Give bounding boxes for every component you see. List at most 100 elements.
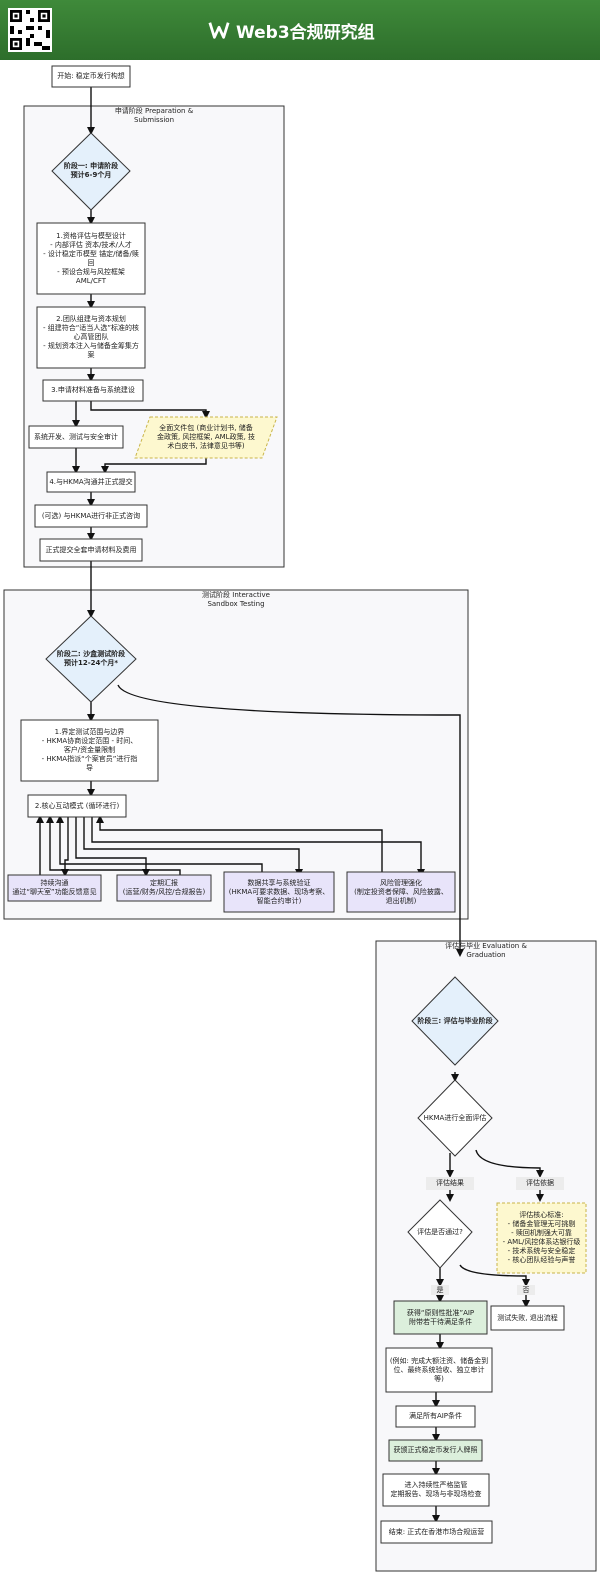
node-start-label: 开始: 稳定币发行构想 — [52, 66, 130, 87]
d5-text: 评估是否通过? — [417, 1227, 463, 1236]
example-line1: (例如: 完成大额注资、储备金到 — [389, 1356, 489, 1365]
edge-n3-docs — [90, 401, 210, 419]
criteria-line4: - AML/风控体系达银行级 — [502, 1238, 581, 1246]
phase3-title-line2: Graduation — [466, 951, 506, 959]
aip-line2: 附带若干待满足条件 — [409, 1317, 472, 1326]
edge-t2-c1 — [61, 817, 69, 877]
phase3-title: 评估与毕业 Evaluation & Graduation — [376, 942, 596, 960]
c4-line3: 退出机制) — [385, 896, 417, 905]
c4-line2: (制定投资者保障、风险披露、 — [354, 887, 448, 896]
docs-line1: 全面文件包 (商业计划书, 储备 — [159, 424, 253, 432]
node-n4 — [46, 471, 136, 493]
criteria-line6: - 核心团队经验与声誉 — [507, 1256, 576, 1264]
header-title: Web3合规研究组 — [236, 22, 375, 43]
node-end-label: 结束: 正式在香港市场合规运营 — [381, 1521, 492, 1543]
w-logo-icon — [208, 22, 230, 39]
node-c1 — [7, 874, 102, 902]
t1-line2: - HKMA协商设定范围 - 时间、 — [41, 737, 138, 745]
node-d3 — [411, 976, 499, 1066]
n1-line4: 回 — [87, 258, 95, 267]
node-d2 — [45, 615, 137, 703]
opt-text: (可选) 与HKMA进行非正式咨询 — [41, 511, 141, 520]
ongoing-line1: 进入持续性严格监管 — [404, 1481, 468, 1489]
node-sys — [28, 425, 124, 449]
n1-line6: AML/CFT — [75, 276, 107, 285]
node-meet-label: 满足所有AIP条件 — [396, 1406, 475, 1427]
c3-line2: (HKMA可要求数据、现场考察、 — [228, 887, 330, 896]
node-t1-label: 1.界定测试范围与边界- HKMA协商设定范围 - 时间、客户/资金量限制- H… — [21, 720, 158, 781]
edge-c3-t2 — [56, 815, 263, 875]
c2-line1: 定期汇报 — [150, 879, 178, 887]
n2-line3: 心高管团队 — [73, 333, 109, 341]
n2-line1: 2.团队组建与资本规划 — [56, 315, 126, 323]
eval-label: 评估结果 — [426, 1177, 474, 1190]
node-d2-label: 阶段二: 沙盒测试阶段预计12-24个月* — [46, 646, 136, 672]
d3-text: 阶段三: 评估与毕业阶段 — [417, 1016, 493, 1025]
aip-line1: 获得“原则性批准”AIP — [406, 1308, 475, 1317]
node-c4-label: 风险管理强化(制定投资者保障、风险披露、退出机制) — [347, 872, 455, 912]
node-n3 — [42, 379, 144, 402]
node-criteria — [496, 1202, 587, 1274]
node-t2 — [27, 794, 127, 818]
d2-line2: 预计12-24个月* — [63, 659, 119, 667]
n3-text: 3.申请材料准备与系统建设 — [51, 386, 135, 394]
c3-line1: 数据共享与系统验证 — [247, 878, 311, 887]
c1-line1: 持续沟通 — [40, 879, 69, 887]
node-n1-label: 1.资格评估与模型设计- 内部评估 资本/技术/人才- 设计稳定币模型 锚定/储… — [37, 223, 145, 294]
node-docs — [134, 416, 278, 459]
node-t1 — [20, 719, 159, 782]
criteria-line1: 评估核心标准: — [519, 1211, 564, 1219]
node-d1 — [51, 132, 131, 211]
node-opt-label: (可选) 与HKMA进行非正式咨询 — [35, 505, 147, 527]
yes-label: 是 — [431, 1285, 449, 1295]
n1-line2: - 内部评估 资本/技术/人才 — [50, 240, 132, 249]
node-c3-label: 数据共享与系统验证(HKMA可要求数据、现场考察、智能合约审计) — [224, 872, 334, 912]
phase2-title-line2: Sandbox Testing — [207, 600, 265, 608]
node-d5 — [407, 1199, 473, 1269]
phase1-title: 申请阶段 Preparation & Submission — [24, 107, 284, 125]
node-n2-label: 2.团队组建与资本规划- 组建符合“适当人选”标准的核心高管团队- 规划资本注入… — [37, 307, 145, 368]
start-text: 开始: 稳定币发行构想 — [57, 72, 125, 80]
node-sys-label: 系统开发、测试与安全审计 — [29, 426, 123, 448]
node-license — [388, 1439, 483, 1462]
node-c3 — [223, 871, 335, 913]
d1-line2: 预计6-9个月 — [70, 171, 112, 179]
node-fail-label: 测试失败, 退出流程 — [491, 1306, 564, 1330]
n2-line2: - 组建符合“适当人选”标准的核 — [42, 324, 139, 332]
example-line2: 位、最终系统验收、独立审计 — [393, 1365, 485, 1374]
node-n4-label: 4.与HKMA沟通并正式提交 — [47, 472, 135, 492]
node-aip — [393, 1300, 488, 1335]
meet-text: 满足所有AIP条件 — [408, 1412, 463, 1420]
sys-text: 系统开发、测试与安全审计 — [34, 432, 118, 441]
node-d3-label: 阶段三: 评估与毕业阶段 — [412, 1010, 498, 1032]
node-d4 — [417, 1079, 493, 1157]
node-opt — [34, 504, 148, 528]
docs-line3: 术白皮书, 法律意见书等) — [167, 442, 245, 450]
node-criteria-label: 评估核心标准:- 储备金管理无可挑剔- 赎回机制强大可靠- AML/风控体系达银… — [497, 1203, 586, 1273]
phase2-title-line1: 测试阶段 Interactive — [202, 591, 270, 599]
node-d1-label: 阶段一: 申请阶段预计6-9个月 — [52, 158, 130, 184]
criteria-line3: - 赎回机制强大可靠 — [511, 1229, 572, 1237]
brand: Web3合规研究组 — [208, 16, 375, 44]
node-d4-label: HKMA进行全面评估 — [418, 1108, 492, 1128]
example-line3: 等) — [434, 1374, 444, 1383]
node-submit — [39, 538, 143, 562]
node-n1 — [36, 222, 146, 295]
d2-line1: 阶段二: 沙盒测试阶段 — [56, 650, 126, 658]
d1-line1: 阶段一: 申请阶段 — [63, 162, 119, 170]
edge-c4-t2 — [96, 815, 383, 875]
phase2-title: 测试阶段 Interactive Sandbox Testing — [4, 591, 468, 609]
edge-c2-t2 — [46, 815, 181, 875]
node-c4 — [346, 871, 456, 913]
node-end — [380, 1520, 493, 1544]
n2-line5: 案 — [87, 351, 95, 359]
t1-line1: 1.界定测试范围与边界 — [54, 728, 125, 736]
ongoing-line2: 定期报告、现场与非现场检查 — [390, 1490, 482, 1498]
c2-line2: (运营/财务/风控/合规报告) — [122, 888, 206, 896]
c4-line1: 风险管理强化 — [380, 878, 422, 887]
c3-line3: 智能合约审计) — [256, 896, 302, 905]
submit-text: 正式提交全套申请材料及费用 — [45, 545, 137, 554]
qr-code-icon — [8, 8, 52, 52]
docs-line2: 金政策, 风控框架, AML政策, 技 — [156, 433, 256, 441]
basis-text: 评估依据 — [526, 1179, 554, 1187]
